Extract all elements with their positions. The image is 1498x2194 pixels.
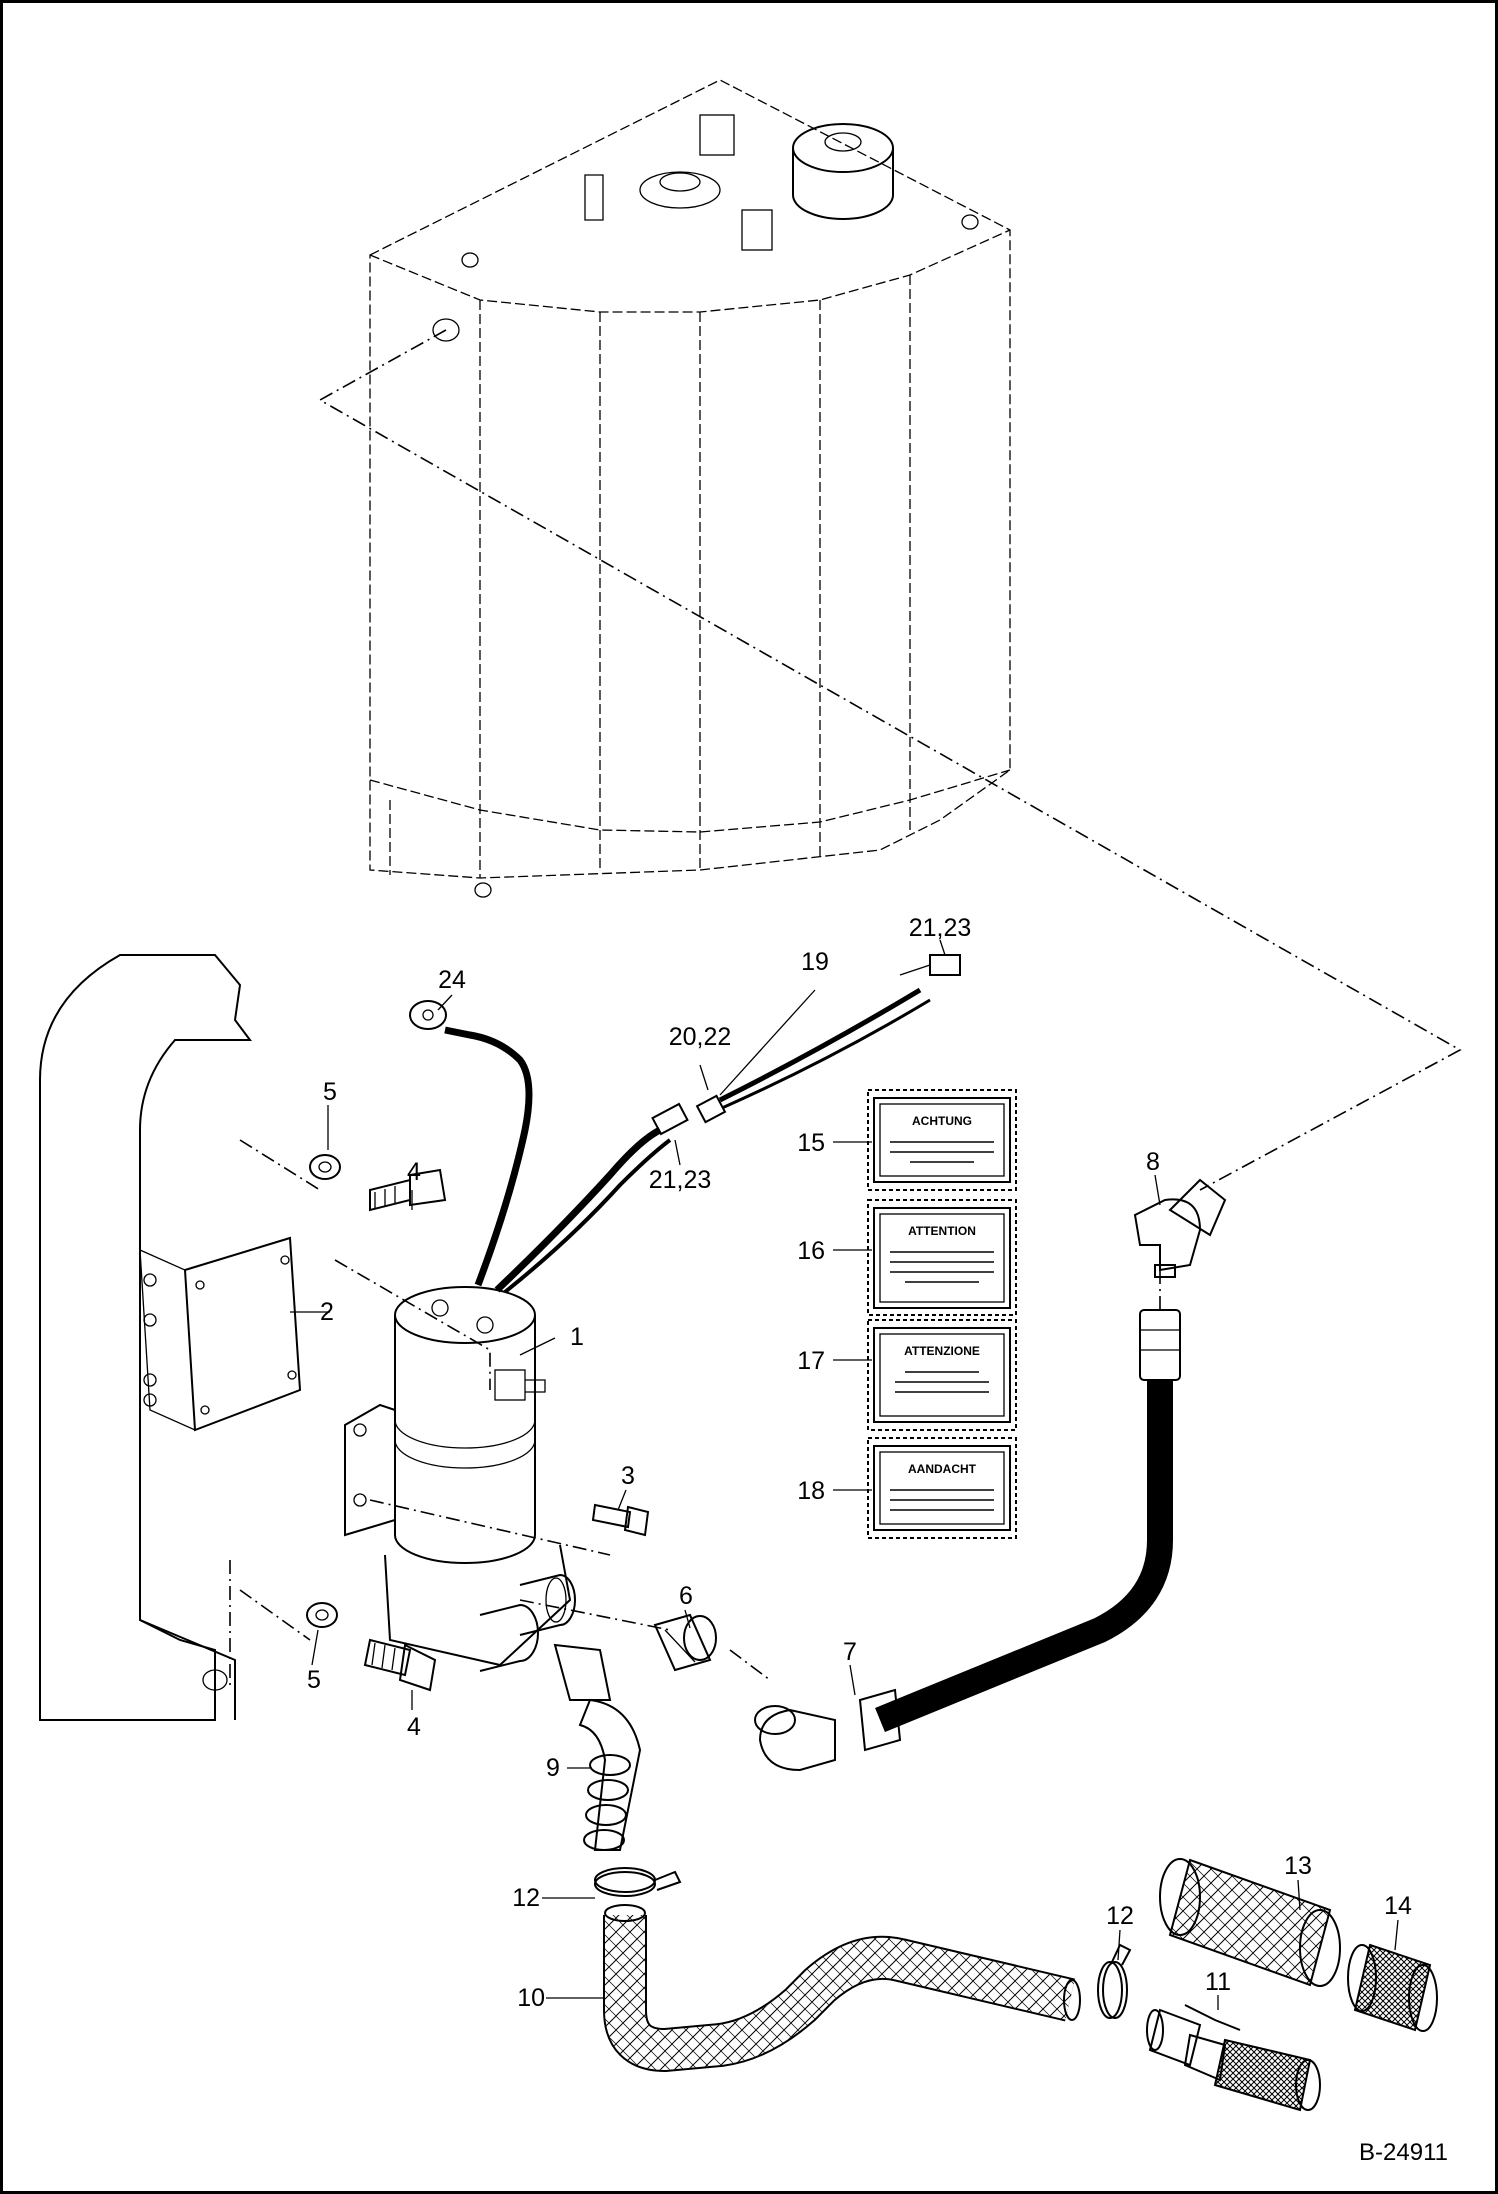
frame-post (39, 954, 252, 1721)
callout-5-upper: 5 (323, 1078, 337, 1106)
callout-19: 19 (801, 948, 829, 976)
braided-hose (603, 1904, 1081, 2073)
fuel-tank (369, 79, 1011, 898)
callout-21-23-upper: 21,23 (909, 914, 972, 942)
callout-14: 14 (1384, 1892, 1412, 1920)
decal-achtung: ACHTUNG (867, 1089, 1017, 1191)
callout-12-upper: 12 (512, 1884, 540, 1912)
callout-2: 2 (320, 1298, 334, 1326)
callout-17: 17 (797, 1347, 825, 1375)
callout-9: 9 (546, 1754, 560, 1782)
callout-21-23-lower: 21,23 (649, 1166, 712, 1194)
alignment-lines (229, 329, 1462, 1690)
decal-attention: ATTENTION (867, 1199, 1017, 1316)
callout-labels: 1 2 3 4 4 5 5 6 7 8 9 10 11 12 12 13 14 … (307, 914, 1412, 2012)
decal-aandacht: AANDACHT (867, 1437, 1017, 1539)
strainer (1347, 1943, 1438, 2032)
callout-8: 8 (1146, 1148, 1160, 1176)
callout-24: 24 (438, 966, 466, 994)
callout-16: 16 (797, 1237, 825, 1265)
decal-17-title: ATTENZIONE (904, 1344, 980, 1358)
callout-4-lower: 4 (407, 1713, 421, 1741)
washer-lower (306, 1602, 338, 1628)
callout-12-lower: 12 (1106, 1902, 1134, 1930)
callout-4-upper: 4 (407, 1158, 421, 1186)
fuel-pump (344, 1286, 576, 1672)
callout-5-lower: 5 (307, 1666, 321, 1694)
callout-3: 3 (621, 1462, 635, 1490)
callout-10: 10 (517, 1984, 545, 2012)
callout-15: 15 (797, 1129, 825, 1157)
callout-6: 6 (679, 1582, 693, 1610)
bracket-plate (139, 1236, 302, 1432)
bolt-lower (363, 1638, 437, 1692)
callout-1: 1 (570, 1323, 584, 1351)
adapter-fitting (653, 1613, 717, 1672)
hose-clamp-upper (594, 1867, 682, 1897)
check-valve (1146, 2004, 1321, 2112)
callout-20-22: 20,22 (669, 1023, 732, 1051)
bolt-small (591, 1503, 650, 1537)
decal-attenzione: ATTENZIONE (867, 1319, 1017, 1431)
decal-18-title: AANDACHT (908, 1462, 977, 1476)
pump-wires (409, 1000, 689, 1294)
hose-assembly (754, 1178, 1227, 1772)
callout-18: 18 (797, 1477, 825, 1505)
document-id: B-24911 (1359, 2139, 1448, 2166)
decal-15-title: ACHTUNG (912, 1114, 972, 1128)
callout-leaders (290, 939, 1399, 2010)
hose-clamp-lower (1097, 1943, 1132, 2019)
bolt-upper (369, 1168, 447, 1212)
callout-7: 7 (843, 1638, 857, 1666)
wire-harness (695, 954, 961, 1124)
callout-11: 11 (1205, 1968, 1231, 1996)
protective-sleeve (1159, 1858, 1341, 1987)
washer-upper (309, 1154, 341, 1180)
callout-13: 13 (1284, 1852, 1312, 1880)
elbow-fitting (553, 1643, 642, 1851)
decal-16-title: ATTENTION (908, 1224, 976, 1238)
